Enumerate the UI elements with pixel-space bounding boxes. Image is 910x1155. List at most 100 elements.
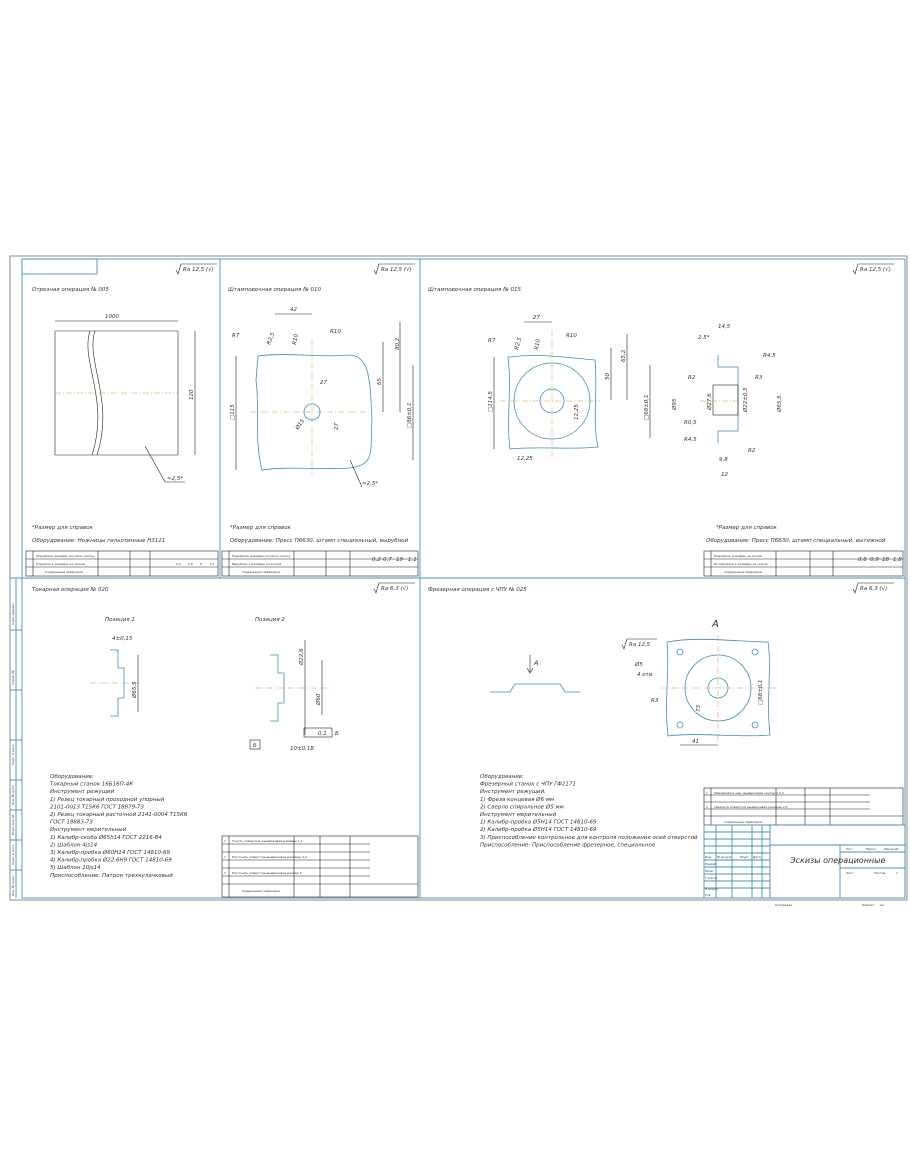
operation-table: 1 Фрезеровать нар. выдерживая контур 1,2… [703, 787, 904, 826]
equipment-line: Оборудование: [480, 774, 524, 780]
tb-label: Пров. [705, 869, 714, 873]
tb-label: Т.контр. [705, 876, 718, 880]
dim-label: 27 [320, 380, 327, 386]
break-line [87, 330, 104, 456]
table-cell: Расточить отверстие выдерживая размеры 3… [232, 855, 307, 859]
dim-label: 80,2 [395, 337, 401, 350]
panel-op005: Отрезная операция № 005 1000 120 ≈2,5* *… [25, 287, 219, 577]
dim-label: R4,5 [684, 437, 697, 443]
dim-label: R7 [488, 338, 496, 344]
table-cell: 1,8 [893, 557, 902, 563]
tb-label: Н.контр. [705, 887, 718, 891]
equipment-line: 1) Фреза концевая Ø6 мм [480, 796, 554, 803]
tb-label: 1 [896, 871, 898, 875]
dim-label: 14,5 [718, 324, 731, 330]
equipment-line: 1) Калибр-скоба Ø65h14 ГОСТ 2216-84 [50, 834, 162, 841]
panel-op020: Токарная операция № 020 Позиция 1 Позици… [32, 587, 419, 898]
table-cell: 2 [224, 855, 226, 859]
sheet-frame [9, 255, 908, 901]
roughness-label: Ra 12,5 (√) [183, 266, 214, 273]
equipment-line: Инструмент режущий: [480, 789, 546, 795]
table-cell: Содержание переходов [724, 570, 762, 574]
dim-label: R10 [566, 333, 577, 339]
dim-label: R2 [748, 448, 756, 454]
roughness-marks: Ra 12,5 (√) Ra 12,5 (√) Ra 12,5 (√) Ra 6… [175, 263, 894, 594]
equipment-line: Токарный станок 16Б16П-4К [50, 782, 134, 788]
dim-label: R0,5 [684, 420, 697, 426]
tb-label: Листов [873, 871, 885, 875]
dim-label: Ø22±0,5 [742, 387, 749, 413]
equipment: Оборудование: Пресс П6630, штамп специал… [230, 538, 408, 544]
roughness-label: Ra 12,5 (√) [860, 266, 891, 273]
table-cell: Содержание переходов [242, 889, 280, 893]
tb-label: Формат [862, 903, 874, 907]
equipment-line: 2) Сверло спиральное Ø5 мм [480, 803, 564, 810]
equipment-line: 3) Приспособление контрольное для контро… [480, 835, 698, 841]
dim-label: □115 [230, 404, 236, 420]
dim-label: 10±0,18 [290, 746, 314, 752]
equipment-line: 5) Шаблон 10js14 [50, 865, 101, 871]
tb-label: Подп. [740, 855, 749, 859]
view-label: A [533, 659, 538, 667]
blank-contour [255, 354, 373, 471]
dim-label: Ø5 [634, 661, 643, 668]
dim-label: ≈2,5* [167, 476, 183, 482]
dim-label: Ø22,6 [298, 648, 305, 666]
dim-label: R2,5 [266, 331, 276, 345]
equipment-line: 3) Калибр-пробка Ø60Н14 ГОСТ 14810-69 [50, 849, 170, 856]
dim-label: □68±0,1 [644, 394, 650, 420]
table-cell: 1 [224, 839, 226, 843]
table-cell: Содержание переходов [45, 570, 83, 574]
roughness-label: Ra 12,5 (√) [381, 266, 412, 273]
note: *Размер для справок [230, 525, 292, 531]
dim-label: R7 [232, 333, 240, 339]
operation-table: Подобрать размеры согласно эскизу Выруби… [221, 550, 419, 577]
roughness-label: Ra 12,5 [629, 642, 651, 648]
equipment-line: 2101-0013 Т15К6 ГОСТ 18879-73 [50, 804, 145, 810]
operation-title: Отрезная операция № 005 [32, 287, 109, 293]
dim-label: 0,1 [318, 731, 327, 737]
tb-label: Изм. [705, 855, 712, 859]
equipment-line: Оборудование: [50, 774, 94, 780]
table-cell: 1 [706, 791, 708, 795]
equipment-line: 2) Резец токарный расточной 2141-0004 Т1… [50, 812, 188, 818]
stamp-label: Подп. и дата [11, 844, 15, 865]
dim-label: 27 [533, 315, 540, 321]
equipment-line: Инструмент режущий [50, 789, 115, 795]
equipment-line: 1) Калибр-пробка Ø5Н14 ГОСТ 14810-69 [480, 819, 597, 826]
dim-label: 4±0,15 [112, 636, 133, 642]
operation-table: Подобрать размеры на эскизе Штамповать 1… [703, 550, 904, 577]
table-cell: Расточить отверстие выдерживая размер 5 [232, 871, 302, 875]
stamp-label: Подп. и дата [11, 744, 15, 765]
equipment-list: Оборудование:Фрезерный станок с ЧПУ ГФ21… [480, 774, 698, 848]
tb-label: Копировал [775, 903, 792, 907]
dim-label: 41 [692, 739, 699, 745]
dim-label: 9,8 [719, 457, 728, 463]
panel-op010: Штамповочная операция № 010 42 R7 R2,5 R… [221, 287, 419, 577]
equipment: Оборудование: Пресс П6630, штамп специал… [706, 538, 886, 544]
table-cell: 0,6 [858, 557, 867, 563]
tb-label: Дата [752, 855, 761, 859]
view-label: A [711, 619, 719, 630]
operation-title: Штамповочная операция № 015 [428, 287, 521, 293]
equipment-line: Приспособление: Патрон трехкулачковый [50, 873, 173, 879]
tb-label: A1 [879, 903, 884, 907]
dim-label: 73 [696, 705, 702, 712]
dim-label: R3 [651, 698, 659, 704]
dim-label: R2 [688, 375, 696, 381]
equipment-line: 2) Калибр-пробка Ø5Н14 ГОСТ 14810-69 [480, 826, 597, 833]
dim-label: Ø65,5 [131, 681, 138, 699]
dim-label: Б [335, 731, 339, 737]
dim-label: R10 [330, 329, 341, 335]
stamp-label: Инв. № дубл. [11, 784, 15, 805]
part-top-view [666, 638, 771, 737]
stamp-label: Справ. № [11, 670, 15, 685]
table-cell: 0,2 [372, 557, 381, 563]
roughness-label: Ra 6,3 (√) [860, 585, 887, 592]
equipment-line: Приспособление: Приспособление фрезерное… [480, 842, 656, 848]
dim-label: Ø95 [671, 398, 678, 411]
section-view: 14,5 2,5* R4,5 R2 R3 Ø95 Ø27,6 Ø22±0,5 Ø… [671, 324, 783, 478]
dim-label: □86±0,1 [407, 402, 413, 428]
dim-label: Ø60 [315, 693, 322, 706]
tb-label: Масштаб [884, 847, 898, 851]
